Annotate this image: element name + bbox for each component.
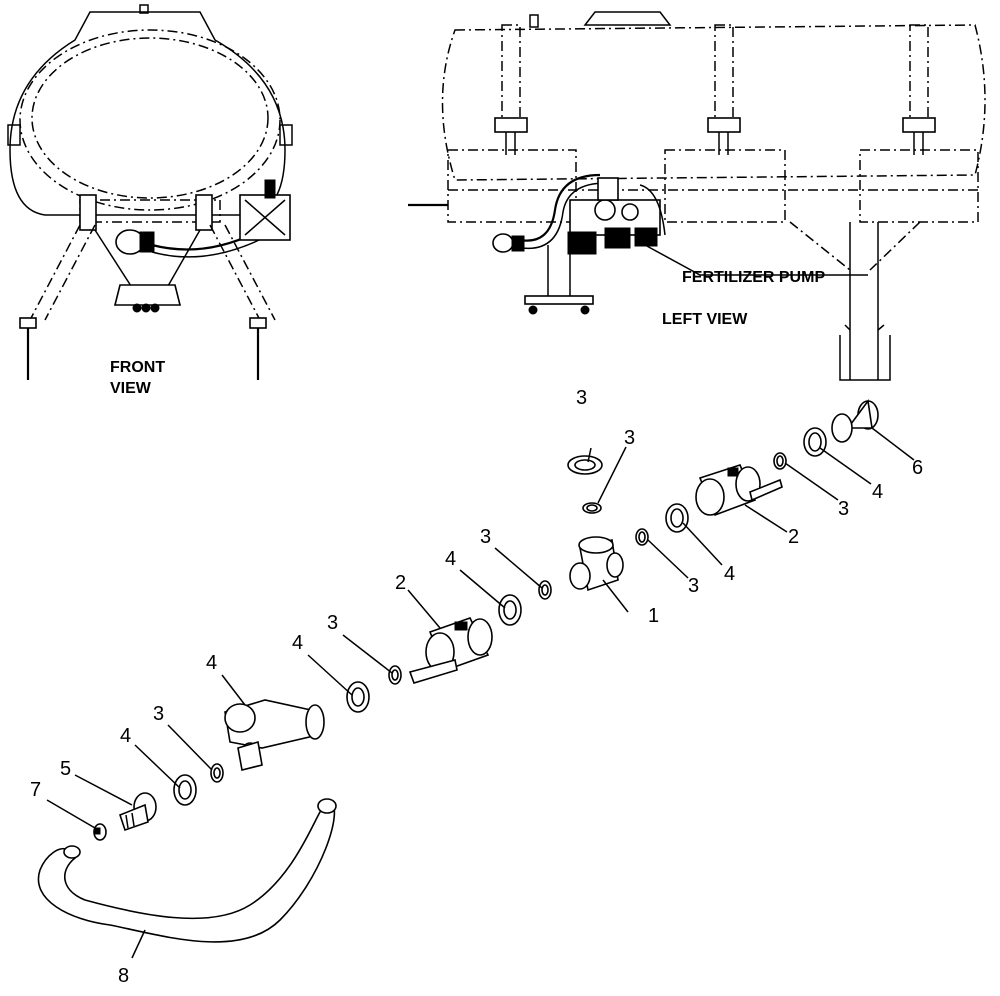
leader-lines	[46, 427, 915, 959]
part-4-clamp-left-mid	[346, 681, 370, 713]
callout-2-left: 2	[395, 572, 406, 594]
part-3-gasket-left-mid	[388, 665, 402, 685]
callout-5: 4	[206, 652, 217, 674]
front-view-title-line1: FRONT	[110, 359, 165, 376]
part-5-strainer	[224, 699, 325, 771]
callout-4-left: 4	[120, 725, 131, 747]
callout-4-right: 4	[872, 481, 883, 503]
part-8-hose-clamp	[93, 823, 107, 841]
part-4-clamp-top	[567, 455, 603, 475]
part-4-clamp-mid-right	[665, 503, 689, 533]
part-7-fitting	[831, 398, 879, 443]
callout-3-top: 3	[624, 427, 635, 449]
part-3-gasket-left	[210, 763, 224, 783]
callout-4-left-mid: 4	[292, 632, 303, 654]
left-view	[408, 11, 986, 381]
part-3-gasket-right	[773, 452, 787, 470]
front-view	[7, 4, 293, 380]
part-3-gasket-mid-right	[635, 528, 649, 546]
callout-3-mid-right: 3	[688, 575, 699, 597]
part-4-clamp-left	[173, 774, 197, 806]
callout-4-mid: 4	[445, 548, 456, 570]
part-4-clamp-right	[803, 427, 827, 457]
part-4-clamp-mid	[498, 594, 522, 626]
left-view-title: LEFT VIEW	[662, 311, 748, 328]
callout-2-right: 2	[788, 526, 799, 548]
part-3-gasket-mid	[538, 580, 552, 600]
callout-3-left: 3	[153, 703, 164, 725]
part-2-valve-right	[695, 464, 783, 517]
callout-7: 6	[912, 457, 923, 479]
callout-8: 7	[30, 779, 41, 801]
fertilizer-pump-callout: FERTILIZER PUMP	[682, 269, 825, 286]
callout-9: 8	[118, 965, 129, 987]
part-1-tee	[569, 536, 624, 592]
part-2-valve-left	[408, 617, 493, 684]
front-view-title-line2: VIEW	[110, 380, 152, 397]
part-9-hose	[37, 798, 337, 943]
callout-3-mid: 3	[480, 526, 491, 548]
callout-6: 5	[60, 758, 71, 780]
callout-1: 1	[648, 605, 659, 627]
part-6-hose-barb	[119, 792, 157, 832]
callout-4-mid-right: 4	[724, 563, 735, 585]
callout-3-left-mid: 3	[327, 612, 338, 634]
part-3-gasket-top	[582, 502, 602, 514]
callout-3-right: 3	[838, 498, 849, 520]
callout-4-top: 3	[576, 387, 587, 409]
